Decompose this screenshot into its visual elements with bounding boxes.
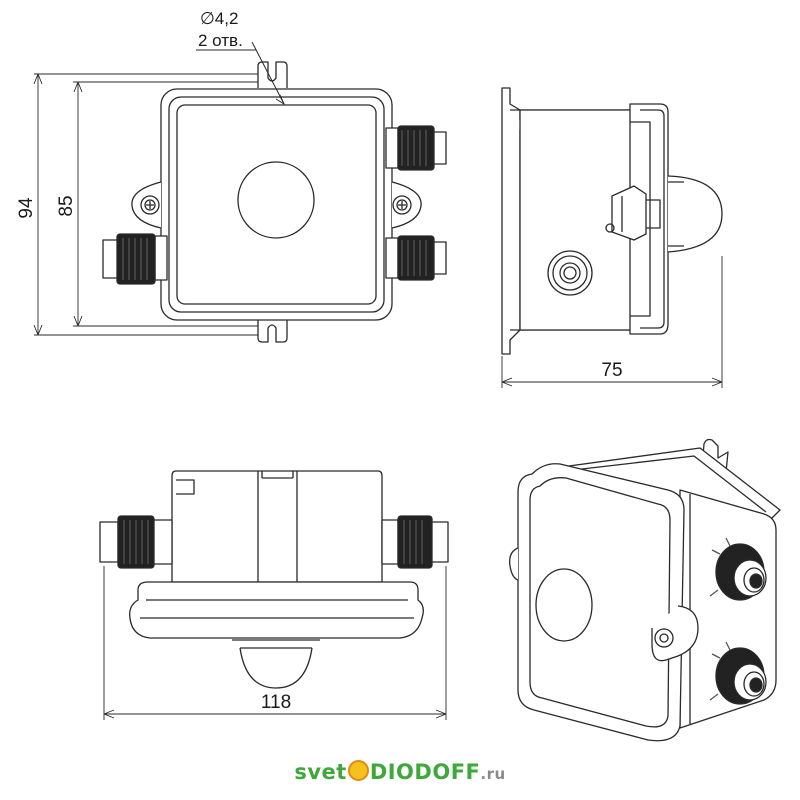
iso-gland-top	[709, 537, 767, 601]
cable-gland-left	[102, 233, 168, 285]
iso-dome	[535, 568, 593, 642]
side-cable-gland	[547, 250, 593, 296]
enclosure-rim	[168, 96, 385, 313]
hole-leader	[251, 41, 285, 105]
dim-overall-height: 94	[16, 197, 37, 219]
right-screw-icon	[392, 195, 412, 215]
logo-part-svet: svet	[294, 760, 347, 784]
top-mount-tab	[257, 61, 288, 88]
dim-mount-height: 85	[56, 195, 77, 216]
iso-front-lid	[517, 463, 685, 742]
logo-part-diodoff: DIODOFF	[369, 760, 481, 784]
bottom-flange	[129, 581, 424, 639]
hole-diameter-label: ∅4,2	[200, 9, 238, 28]
bottom-body	[171, 470, 383, 583]
side-dimensions	[501, 256, 723, 388]
cable-gland-right-top	[385, 125, 447, 171]
cable-gland-right-bottom	[385, 235, 447, 281]
front-view	[102, 61, 447, 343]
left-screw-icon	[140, 195, 160, 215]
side-lid	[629, 103, 669, 335]
bottom-view	[99, 470, 449, 689]
logo-part-domain: .ru	[480, 765, 506, 783]
indicator-dome	[237, 161, 315, 239]
sun-icon	[347, 760, 369, 781]
bottom-gland-right	[381, 515, 449, 569]
enclosure-lid	[176, 104, 377, 305]
dim-depth: 75	[601, 360, 622, 381]
bottom-gland-left	[99, 515, 173, 569]
side-dome	[667, 175, 723, 253]
front-dimensions	[33, 73, 258, 336]
bottom-dome	[239, 647, 313, 689]
hole-count-label: 2 отв.	[198, 31, 243, 50]
dim-width: 118	[261, 692, 291, 713]
side-view	[501, 87, 723, 355]
iso-gland-bottom	[709, 641, 767, 705]
brand-logo: svet DIODOFF.ru	[0, 760, 800, 790]
enclosure-outer	[160, 88, 393, 321]
bottom-mount-tab	[257, 318, 288, 343]
bottom-dimensions	[103, 566, 447, 720]
isometric-view	[509, 438, 781, 742]
